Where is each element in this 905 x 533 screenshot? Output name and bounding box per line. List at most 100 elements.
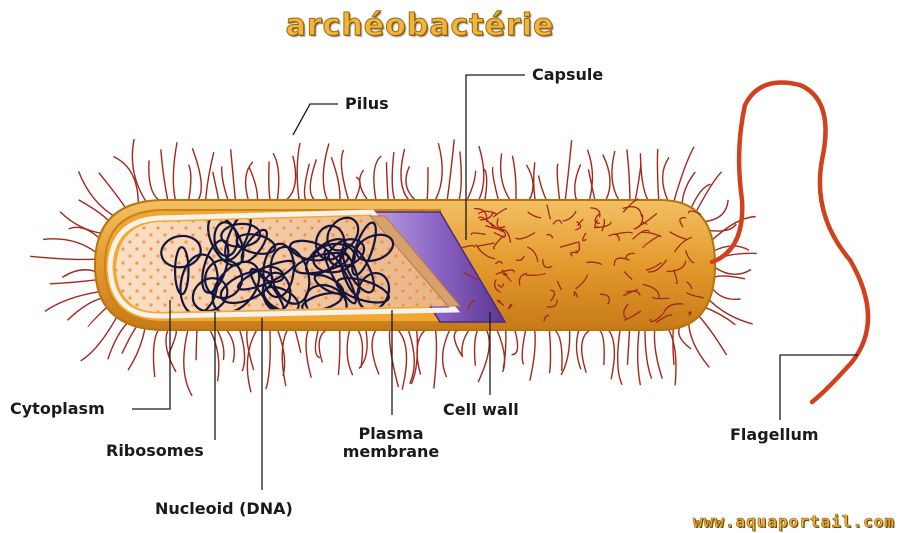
pilus-hair bbox=[79, 171, 118, 218]
pilus-hair bbox=[266, 330, 270, 389]
label-capsule: Capsule bbox=[532, 66, 603, 84]
pilus-hair bbox=[663, 157, 669, 200]
pilus-hair bbox=[184, 330, 192, 396]
pilus-hair bbox=[341, 150, 348, 200]
pilus-hair bbox=[609, 330, 615, 379]
pilus-hair bbox=[43, 239, 96, 253]
pilus-hair bbox=[467, 171, 476, 200]
pilus-hair bbox=[310, 159, 316, 200]
pilus-hair bbox=[479, 146, 484, 200]
pilus-hair bbox=[286, 156, 295, 200]
pilus-hair bbox=[273, 153, 279, 200]
pilus-hair bbox=[227, 330, 235, 362]
pilus-hair bbox=[577, 330, 581, 369]
pilus-hair bbox=[206, 152, 214, 200]
pilus-hair bbox=[462, 330, 469, 357]
pilus-hair bbox=[618, 330, 623, 385]
pilus-hair bbox=[331, 157, 340, 200]
pilus-hair bbox=[222, 166, 228, 200]
pilus-hair bbox=[454, 330, 461, 356]
label-plasma-membrane-line1: Plasma bbox=[330, 425, 452, 443]
pilus-hair bbox=[297, 143, 300, 200]
pilus-hair bbox=[166, 330, 176, 372]
pilus-hair bbox=[668, 329, 676, 385]
pilus-hair bbox=[501, 154, 510, 201]
label-plasma-membrane: Plasma membrane bbox=[330, 425, 452, 461]
pilus-hair bbox=[512, 330, 518, 355]
pilus-hair bbox=[68, 297, 105, 320]
pilus-hair bbox=[635, 164, 641, 200]
pilus-hair bbox=[398, 330, 406, 390]
pilus-hair bbox=[30, 256, 95, 259]
pilus-hair bbox=[654, 330, 662, 379]
page-title: archéobactérie bbox=[0, 8, 840, 43]
pilus-hair bbox=[360, 170, 368, 200]
pilus-hair bbox=[493, 167, 499, 200]
pilus-hair bbox=[213, 172, 219, 200]
pilus-hair bbox=[549, 330, 550, 373]
pilus-hair bbox=[522, 330, 526, 364]
pilus-hair bbox=[484, 169, 486, 200]
pilus-hair bbox=[715, 268, 751, 275]
pilus-hair bbox=[319, 330, 326, 363]
pilus-hair bbox=[603, 155, 610, 200]
pilus-hair bbox=[459, 152, 461, 201]
label-cytoplasm: Cytoplasm bbox=[10, 400, 105, 418]
flagellum bbox=[712, 83, 868, 403]
pilus-hair bbox=[304, 164, 309, 200]
pilus-hair bbox=[714, 276, 745, 279]
pilus-hair bbox=[689, 321, 710, 368]
pilus-hair bbox=[189, 165, 191, 200]
pilus-hair bbox=[390, 330, 399, 387]
pilus-hair bbox=[565, 140, 571, 200]
pilus-hair bbox=[512, 156, 516, 200]
label-cell-wall: Cell wall bbox=[443, 401, 519, 419]
pilus-hair bbox=[682, 172, 695, 206]
pilus-hair bbox=[153, 330, 158, 377]
pilus-hair bbox=[372, 330, 379, 375]
label-nucleoid: Nucleoid (DNA) bbox=[155, 500, 293, 518]
pilus-hair bbox=[306, 330, 311, 378]
pilus-hair bbox=[161, 149, 168, 200]
pilus-hair bbox=[447, 140, 454, 201]
pilus-hair bbox=[701, 200, 728, 222]
pilus-hair bbox=[711, 217, 756, 242]
pilus-hair bbox=[347, 330, 353, 375]
pilus-hair bbox=[627, 150, 630, 201]
pilus-hair bbox=[712, 287, 741, 299]
pilus-hair bbox=[69, 227, 101, 239]
pilus-hair bbox=[132, 139, 146, 202]
pilus-hair bbox=[240, 330, 245, 371]
pilus-hair bbox=[358, 330, 363, 368]
pilus-hair bbox=[406, 166, 415, 200]
pilus-hair bbox=[435, 143, 442, 200]
pilus-hair bbox=[50, 280, 97, 284]
pilus-hair bbox=[374, 156, 381, 200]
pilus-hair bbox=[99, 173, 127, 211]
pilus-hair bbox=[638, 330, 641, 385]
pilus-hair bbox=[697, 314, 727, 356]
pilus-hair bbox=[62, 270, 95, 278]
pilus-hair bbox=[247, 330, 256, 392]
pilus-hair bbox=[640, 153, 648, 200]
pilus-hair bbox=[323, 144, 329, 201]
pilus-hair bbox=[122, 325, 138, 354]
pilus-hair bbox=[599, 330, 604, 365]
pilus-hair bbox=[392, 152, 395, 200]
label-pilus: Pilus bbox=[345, 95, 389, 113]
pilus-hair bbox=[530, 330, 535, 381]
pilus-hair bbox=[645, 330, 652, 379]
pilus-hair bbox=[427, 167, 428, 200]
pilus-hair bbox=[526, 165, 533, 200]
pilus-hair bbox=[60, 212, 104, 234]
pilus-hair bbox=[387, 162, 389, 200]
pilus-hair bbox=[557, 164, 559, 200]
pilus-hair bbox=[149, 160, 159, 200]
pilus-hair bbox=[612, 151, 619, 200]
pilus-hair bbox=[128, 327, 145, 370]
label-plasma-membrane-line2: membrane bbox=[330, 443, 452, 461]
label-flagellum: Flagellum bbox=[730, 426, 819, 444]
pilus-hair bbox=[81, 314, 119, 361]
pilus-hair bbox=[555, 330, 562, 371]
label-ribosomes: Ribosomes bbox=[106, 442, 204, 460]
